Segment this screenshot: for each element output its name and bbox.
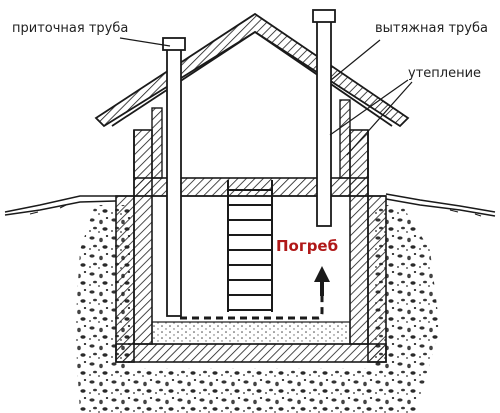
airflow-path	[180, 292, 324, 320]
house-roof	[94, 12, 410, 178]
exhaust-pipe-label: вытяжная труба	[375, 21, 488, 36]
leader-lines	[119, 37, 413, 156]
exhaust-pipe	[312, 9, 336, 227]
ladder	[227, 180, 273, 312]
insulation-label: утепление	[408, 66, 482, 81]
floor-layer	[151, 321, 351, 345]
ground-gravel	[75, 205, 440, 413]
gable-insulation	[151, 99, 351, 179]
arrow-up-icon	[314, 266, 330, 296]
supply-pipe	[162, 37, 186, 317]
ground-surface	[4, 193, 496, 217]
cellar-label: Погреб	[276, 237, 339, 255]
supply-pipe-label: приточная труба	[12, 21, 129, 36]
ceiling-slab	[116, 177, 386, 197]
